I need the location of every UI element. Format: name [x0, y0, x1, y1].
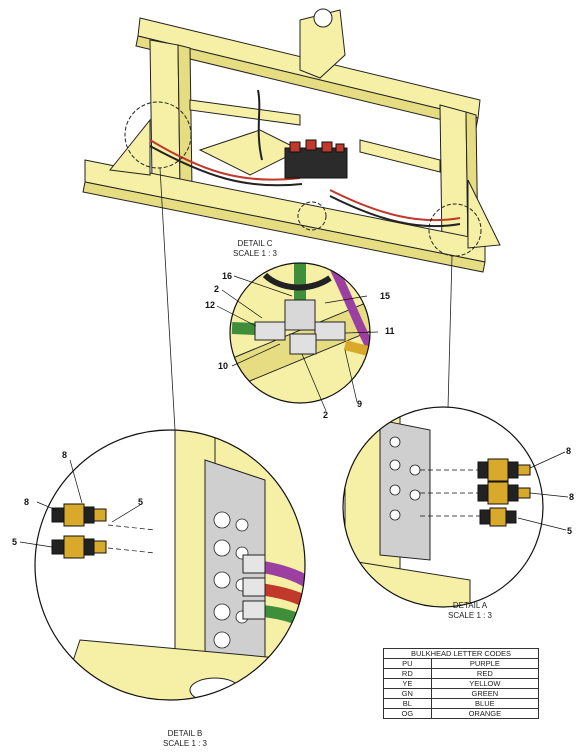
detail-b-circle [34, 429, 306, 701]
color-cell: PURPLE [430, 658, 540, 669]
callout-c-2-bottom: 2 [323, 410, 328, 420]
detail-a-scale: SCALE 1 : 3 [448, 611, 493, 620]
detail-c: DETAIL C SCALE 1 : 3 16 2 [205, 239, 395, 420]
callout-c-10: 10 [218, 361, 228, 371]
callout-c-12: 12 [205, 300, 215, 310]
callout-c-9: 9 [357, 399, 362, 409]
color-cell: YELLOW [430, 678, 540, 689]
code-cell: PU [383, 658, 432, 669]
detail-a-title: DETAIL A [453, 601, 488, 610]
detail-a: 8 8 5 DETAIL A SCALE 1 : 3 [342, 406, 574, 620]
callout-c-11: 11 [385, 326, 395, 336]
color-cell: BLUE [430, 698, 540, 709]
bulkhead-fittings-b [51, 503, 107, 559]
code-cell: GN [383, 688, 432, 699]
detail-c-circle [229, 262, 371, 404]
callout-b-8-left: 8 [24, 497, 29, 507]
valve-block [284, 139, 348, 179]
detail-b: 8 8 5 5 DETAIL B SCALE 1 : 3 [12, 429, 306, 748]
detail-b-title: DETAIL B [168, 729, 203, 738]
detail-b-scale: SCALE 1 : 3 [163, 739, 208, 748]
detail-b-marker [124, 101, 192, 169]
callout-c-16: 16 [222, 271, 232, 281]
detail-a-circle [342, 406, 544, 608]
color-cell: ORANGE [430, 708, 540, 719]
detail-c-marker [297, 201, 327, 231]
callout-a-8-top: 8 [566, 446, 571, 456]
code-cell: OG [383, 708, 432, 719]
callout-b-5-right: 5 [138, 497, 143, 507]
bulkhead-fittings-a [477, 458, 531, 527]
code-cell: BL [383, 698, 432, 709]
callout-b-8-top: 8 [62, 450, 67, 460]
leader-line-a [447, 255, 453, 409]
code-cell: YE [383, 678, 432, 689]
callout-c-15: 15 [380, 291, 390, 301]
detail-a-marker [428, 203, 482, 257]
frame-assembly [82, 8, 501, 273]
bulkhead-codes-title: BULKHEAD LETTER CODES [383, 648, 539, 659]
detail-c-scale: SCALE 1 : 3 [233, 249, 278, 258]
color-cell: RED [430, 668, 540, 679]
callout-c-2-top: 2 [214, 284, 219, 294]
code-cell: RD [383, 668, 432, 679]
callout-a-8-middle: 8 [569, 492, 574, 502]
leader-line-b [159, 167, 176, 431]
detail-c-title: DETAIL C [237, 239, 272, 248]
callout-b-5-left: 5 [12, 537, 17, 547]
callout-a-5: 5 [567, 526, 572, 536]
hose-routing [149, 89, 461, 228]
color-cell: GREEN [430, 688, 540, 699]
